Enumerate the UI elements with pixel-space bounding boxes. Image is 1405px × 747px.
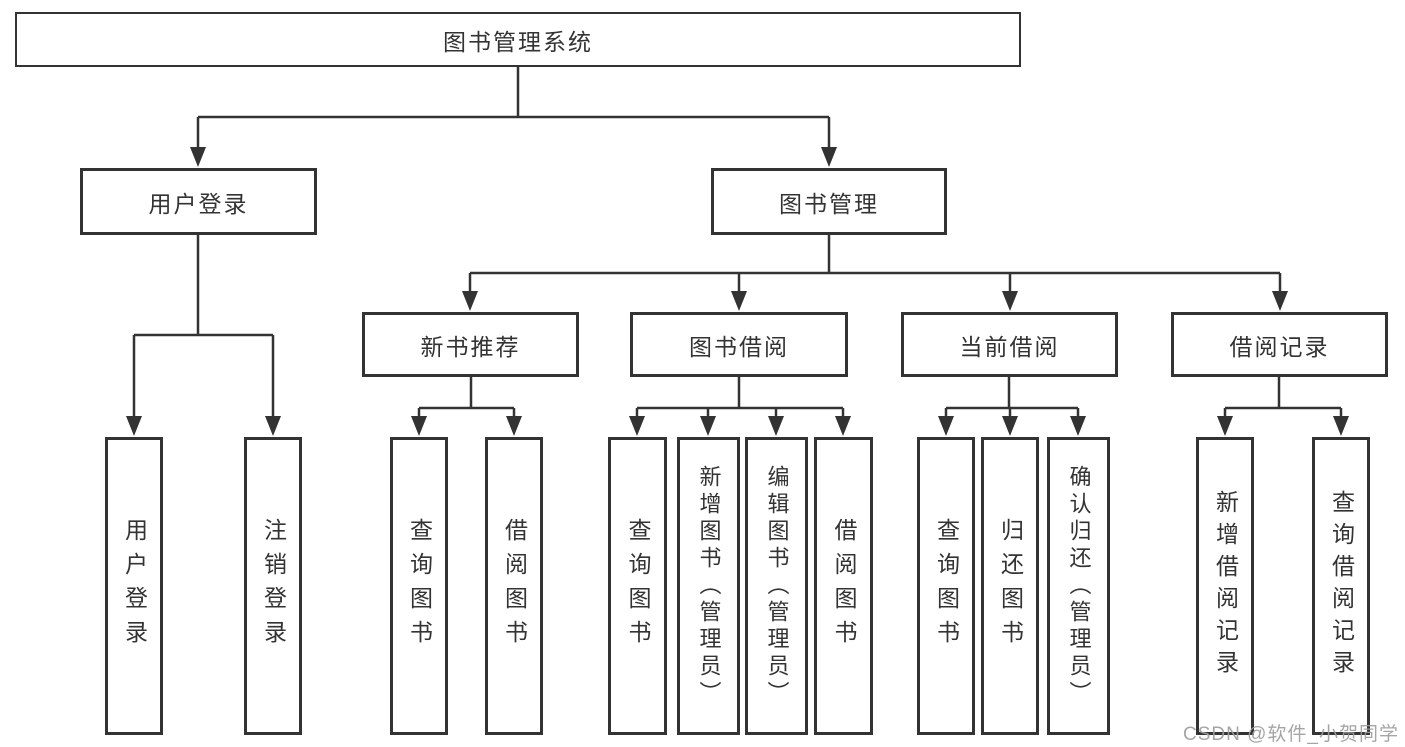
node-book-borrowing-label: 图书借阅 (689, 333, 789, 360)
leaf-edit-books-admin: 编辑图书（管理员） (745, 437, 808, 735)
leaf-return-books: 归还图书 (981, 437, 1039, 735)
node-root: 图书管理系统 (15, 12, 1021, 67)
node-book-management-label: 图书管理 (779, 190, 879, 217)
node-new-book-recommendation-label: 新书推荐 (420, 333, 521, 360)
leaf-query-borrow-record-label: 查询借阅记录 (1328, 490, 1355, 682)
leaf-borrow-books-recommend-label: 借阅图书 (501, 518, 528, 654)
leaf-user-login: 用户登录 (105, 437, 163, 735)
leaf-add-books-admin-label: 新增图书（管理员） (696, 464, 722, 708)
node-new-book-recommendation: 新书推荐 (362, 312, 579, 377)
node-current-borrowing-label: 当前借阅 (959, 333, 1060, 360)
leaf-add-borrow-record-label: 新增借阅记录 (1212, 490, 1239, 682)
leaf-add-books-admin: 新增图书（管理员） (677, 437, 740, 735)
leaf-borrow-books-borrowing-label: 借阅图书 (831, 518, 857, 654)
leaf-add-borrow-record: 新增借阅记录 (1196, 437, 1254, 735)
leaf-confirm-return-admin: 确认归还（管理员） (1047, 437, 1110, 735)
leaf-query-books-borrowing-label: 查询图书 (625, 518, 651, 654)
leaf-return-books-label: 归还图书 (997, 518, 1024, 654)
watermark: CSDN @软件_小贺同学 (1183, 724, 1399, 745)
node-book-borrowing: 图书借阅 (630, 312, 848, 377)
leaf-query-books-recommend: 查询图书 (390, 437, 448, 735)
leaf-query-books-current: 查询图书 (917, 437, 975, 735)
leaf-logout-label: 注销登录 (260, 518, 287, 654)
leaf-edit-books-admin-label: 编辑图书（管理员） (764, 464, 790, 708)
node-current-borrowing: 当前借阅 (901, 312, 1118, 377)
leaf-borrow-books-borrowing: 借阅图书 (814, 437, 873, 735)
leaf-query-borrow-record: 查询借阅记录 (1312, 437, 1370, 735)
node-borrowing-records: 借阅记录 (1171, 312, 1388, 377)
node-book-management: 图书管理 (711, 168, 947, 235)
node-root-label: 图书管理系统 (443, 28, 593, 55)
leaf-query-books-recommend-label: 查询图书 (406, 518, 433, 654)
leaf-logout: 注销登录 (244, 437, 302, 735)
leaf-confirm-return-admin-label: 确认归还（管理员） (1066, 464, 1092, 708)
leaf-user-login-label: 用户登录 (121, 518, 148, 654)
leaf-borrow-books-recommend: 借阅图书 (485, 437, 543, 735)
leaf-query-books-current-label: 查询图书 (933, 518, 960, 654)
leaf-query-books-borrowing: 查询图书 (608, 437, 667, 735)
node-user-login-label: 用户登录 (148, 190, 249, 217)
node-user-login: 用户登录 (80, 168, 317, 235)
node-borrowing-records-label: 借阅记录 (1229, 333, 1330, 360)
